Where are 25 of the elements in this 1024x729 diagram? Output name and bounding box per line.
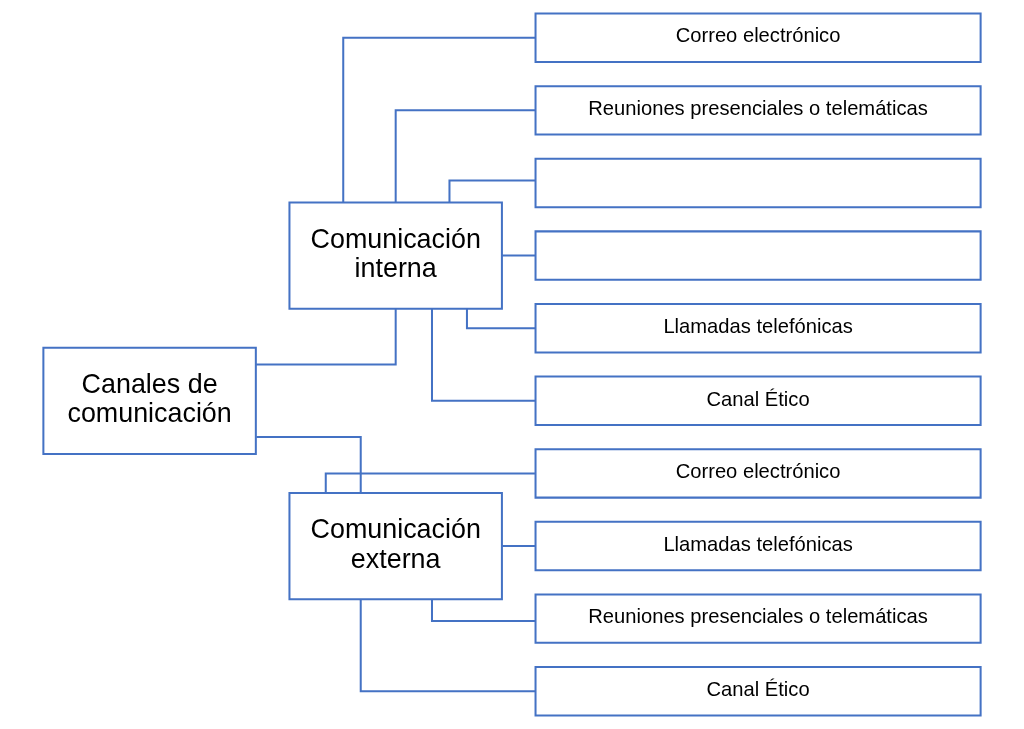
connector: [448, 179, 536, 203]
node-box: Correo electrónico: [534, 448, 982, 499]
node-box: [534, 230, 982, 281]
node-box: Reuniones presenciales o telemáticas: [534, 85, 982, 136]
connector: [324, 472, 535, 493]
connector: [501, 254, 535, 257]
node-box: Canal Ético: [534, 375, 982, 426]
connector: [256, 308, 397, 366]
connector: [501, 545, 535, 548]
node-box: Canales de comunicación: [42, 346, 257, 455]
node-box: Correo electrónico: [534, 12, 982, 63]
connector: [256, 436, 362, 493]
connector: [431, 599, 536, 622]
connector: [342, 36, 536, 203]
connector: [465, 308, 536, 330]
connector: [359, 599, 535, 693]
node-box: Canal Ético: [534, 666, 982, 717]
node-box: Llamadas telefónicas: [534, 303, 982, 354]
node-box: Reuniones presenciales o telemáticas: [534, 593, 982, 644]
node-box: Llamadas telefónicas: [534, 520, 982, 572]
node-box: Comunicación interna: [288, 201, 503, 310]
node-box: Comunicación externa: [288, 491, 503, 601]
connector: [431, 308, 536, 402]
node-box: [534, 157, 982, 209]
connector: [394, 109, 536, 203]
